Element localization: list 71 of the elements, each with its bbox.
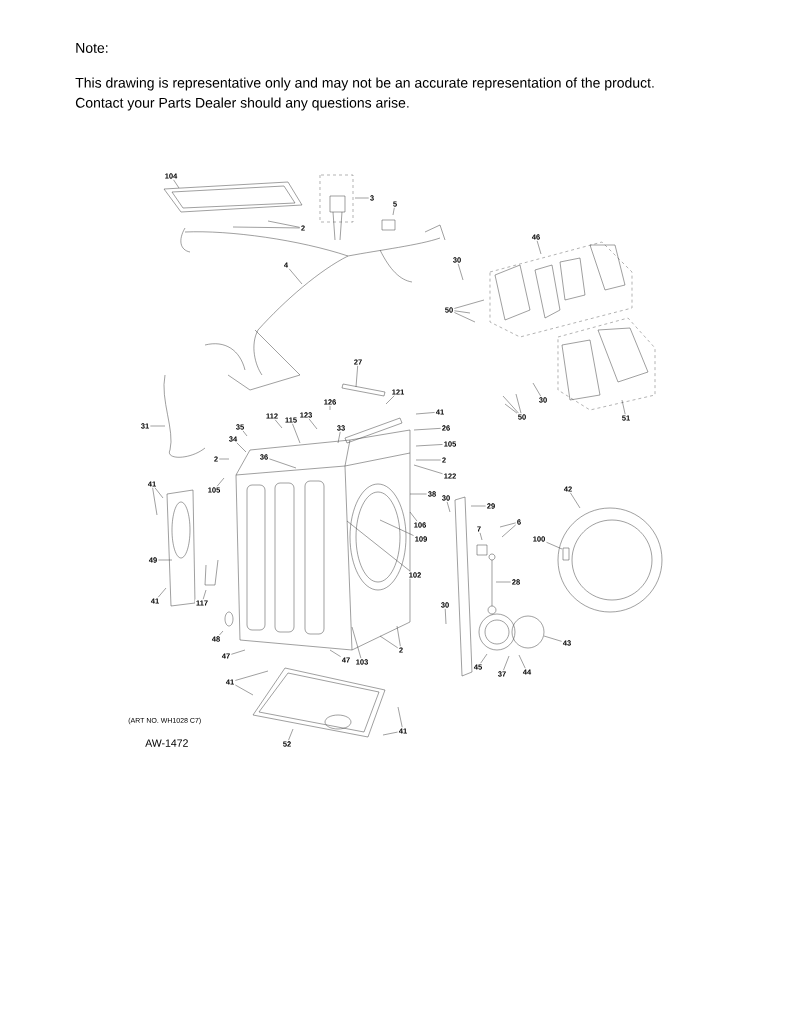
- leader-line: [150, 425, 166, 427]
- leader-line: [346, 520, 411, 572]
- note-text: This drawing is representative only and may not be an accurate representation of the product.: [75, 77, 654, 91]
- leader-line: [219, 458, 230, 460]
- leader-line: [392, 207, 395, 216]
- leader-line: [515, 393, 522, 414]
- leader-line: [308, 418, 318, 430]
- leader-line: [269, 458, 297, 469]
- leader-line: [415, 444, 443, 447]
- leader-line: [216, 477, 225, 487]
- leader-line: [413, 464, 443, 474]
- leader-line: [382, 731, 398, 736]
- leader-line: [173, 179, 180, 189]
- drawing-code: AW-1472: [145, 739, 188, 747]
- leader-line: [154, 487, 164, 499]
- leader-line: [354, 197, 369, 199]
- leader-line: [570, 492, 581, 509]
- leader-line: [479, 532, 483, 541]
- leader-line: [235, 684, 254, 696]
- leader-line: [499, 522, 516, 528]
- leader-line: [621, 399, 626, 415]
- note-text: Note:: [76, 43, 108, 53]
- leader-line: [337, 431, 341, 444]
- leader-line: [518, 654, 526, 669]
- leader-line: [413, 428, 441, 431]
- leader-line: [202, 589, 207, 600]
- leader-line: [536, 240, 542, 255]
- leader-line: [219, 630, 224, 636]
- leader-line: [501, 524, 516, 538]
- leader-line: [329, 649, 341, 657]
- leader-line: [502, 395, 519, 414]
- leader-line: [232, 226, 300, 229]
- leader-line: [379, 635, 398, 649]
- leader-line: [532, 382, 541, 397]
- leader-line: [457, 263, 464, 281]
- leader-line: [543, 635, 562, 642]
- leader-line: [446, 501, 451, 513]
- note-text: Contact your Parts Dealer should any questions arise.: [75, 97, 409, 111]
- leader-line: [454, 310, 471, 314]
- leader-line: [495, 581, 511, 583]
- leader-line: [480, 653, 488, 664]
- leader-line: [152, 487, 158, 516]
- leader-line: [288, 728, 294, 741]
- leader-line: [396, 625, 401, 647]
- leader-line: [231, 649, 246, 655]
- leader-line: [355, 365, 358, 388]
- leader-line: [470, 505, 486, 507]
- leader-line: [267, 220, 300, 228]
- leader-line: [415, 412, 435, 415]
- leader-line: [409, 511, 418, 522]
- leader-line: [329, 405, 331, 411]
- leader-line: [385, 395, 395, 405]
- leader-line: [444, 608, 447, 625]
- leader-line: [504, 403, 518, 414]
- leader-line: [288, 268, 303, 285]
- leader-line: [397, 706, 403, 728]
- leader-line: [158, 559, 173, 561]
- leader-line: [503, 655, 510, 671]
- leader-line: [235, 670, 269, 681]
- leader-line: [242, 430, 248, 437]
- leader-line: [351, 626, 362, 659]
- leader-line: [454, 299, 485, 309]
- leader-line: [236, 442, 247, 453]
- leader-line: [415, 459, 441, 461]
- leader-line: [546, 542, 563, 550]
- leader-line: [454, 312, 476, 323]
- leader-line: [292, 423, 301, 444]
- leader-line: [157, 587, 167, 598]
- leader-line: [409, 493, 427, 495]
- leader-line: [274, 419, 283, 429]
- leader-line: [379, 519, 414, 536]
